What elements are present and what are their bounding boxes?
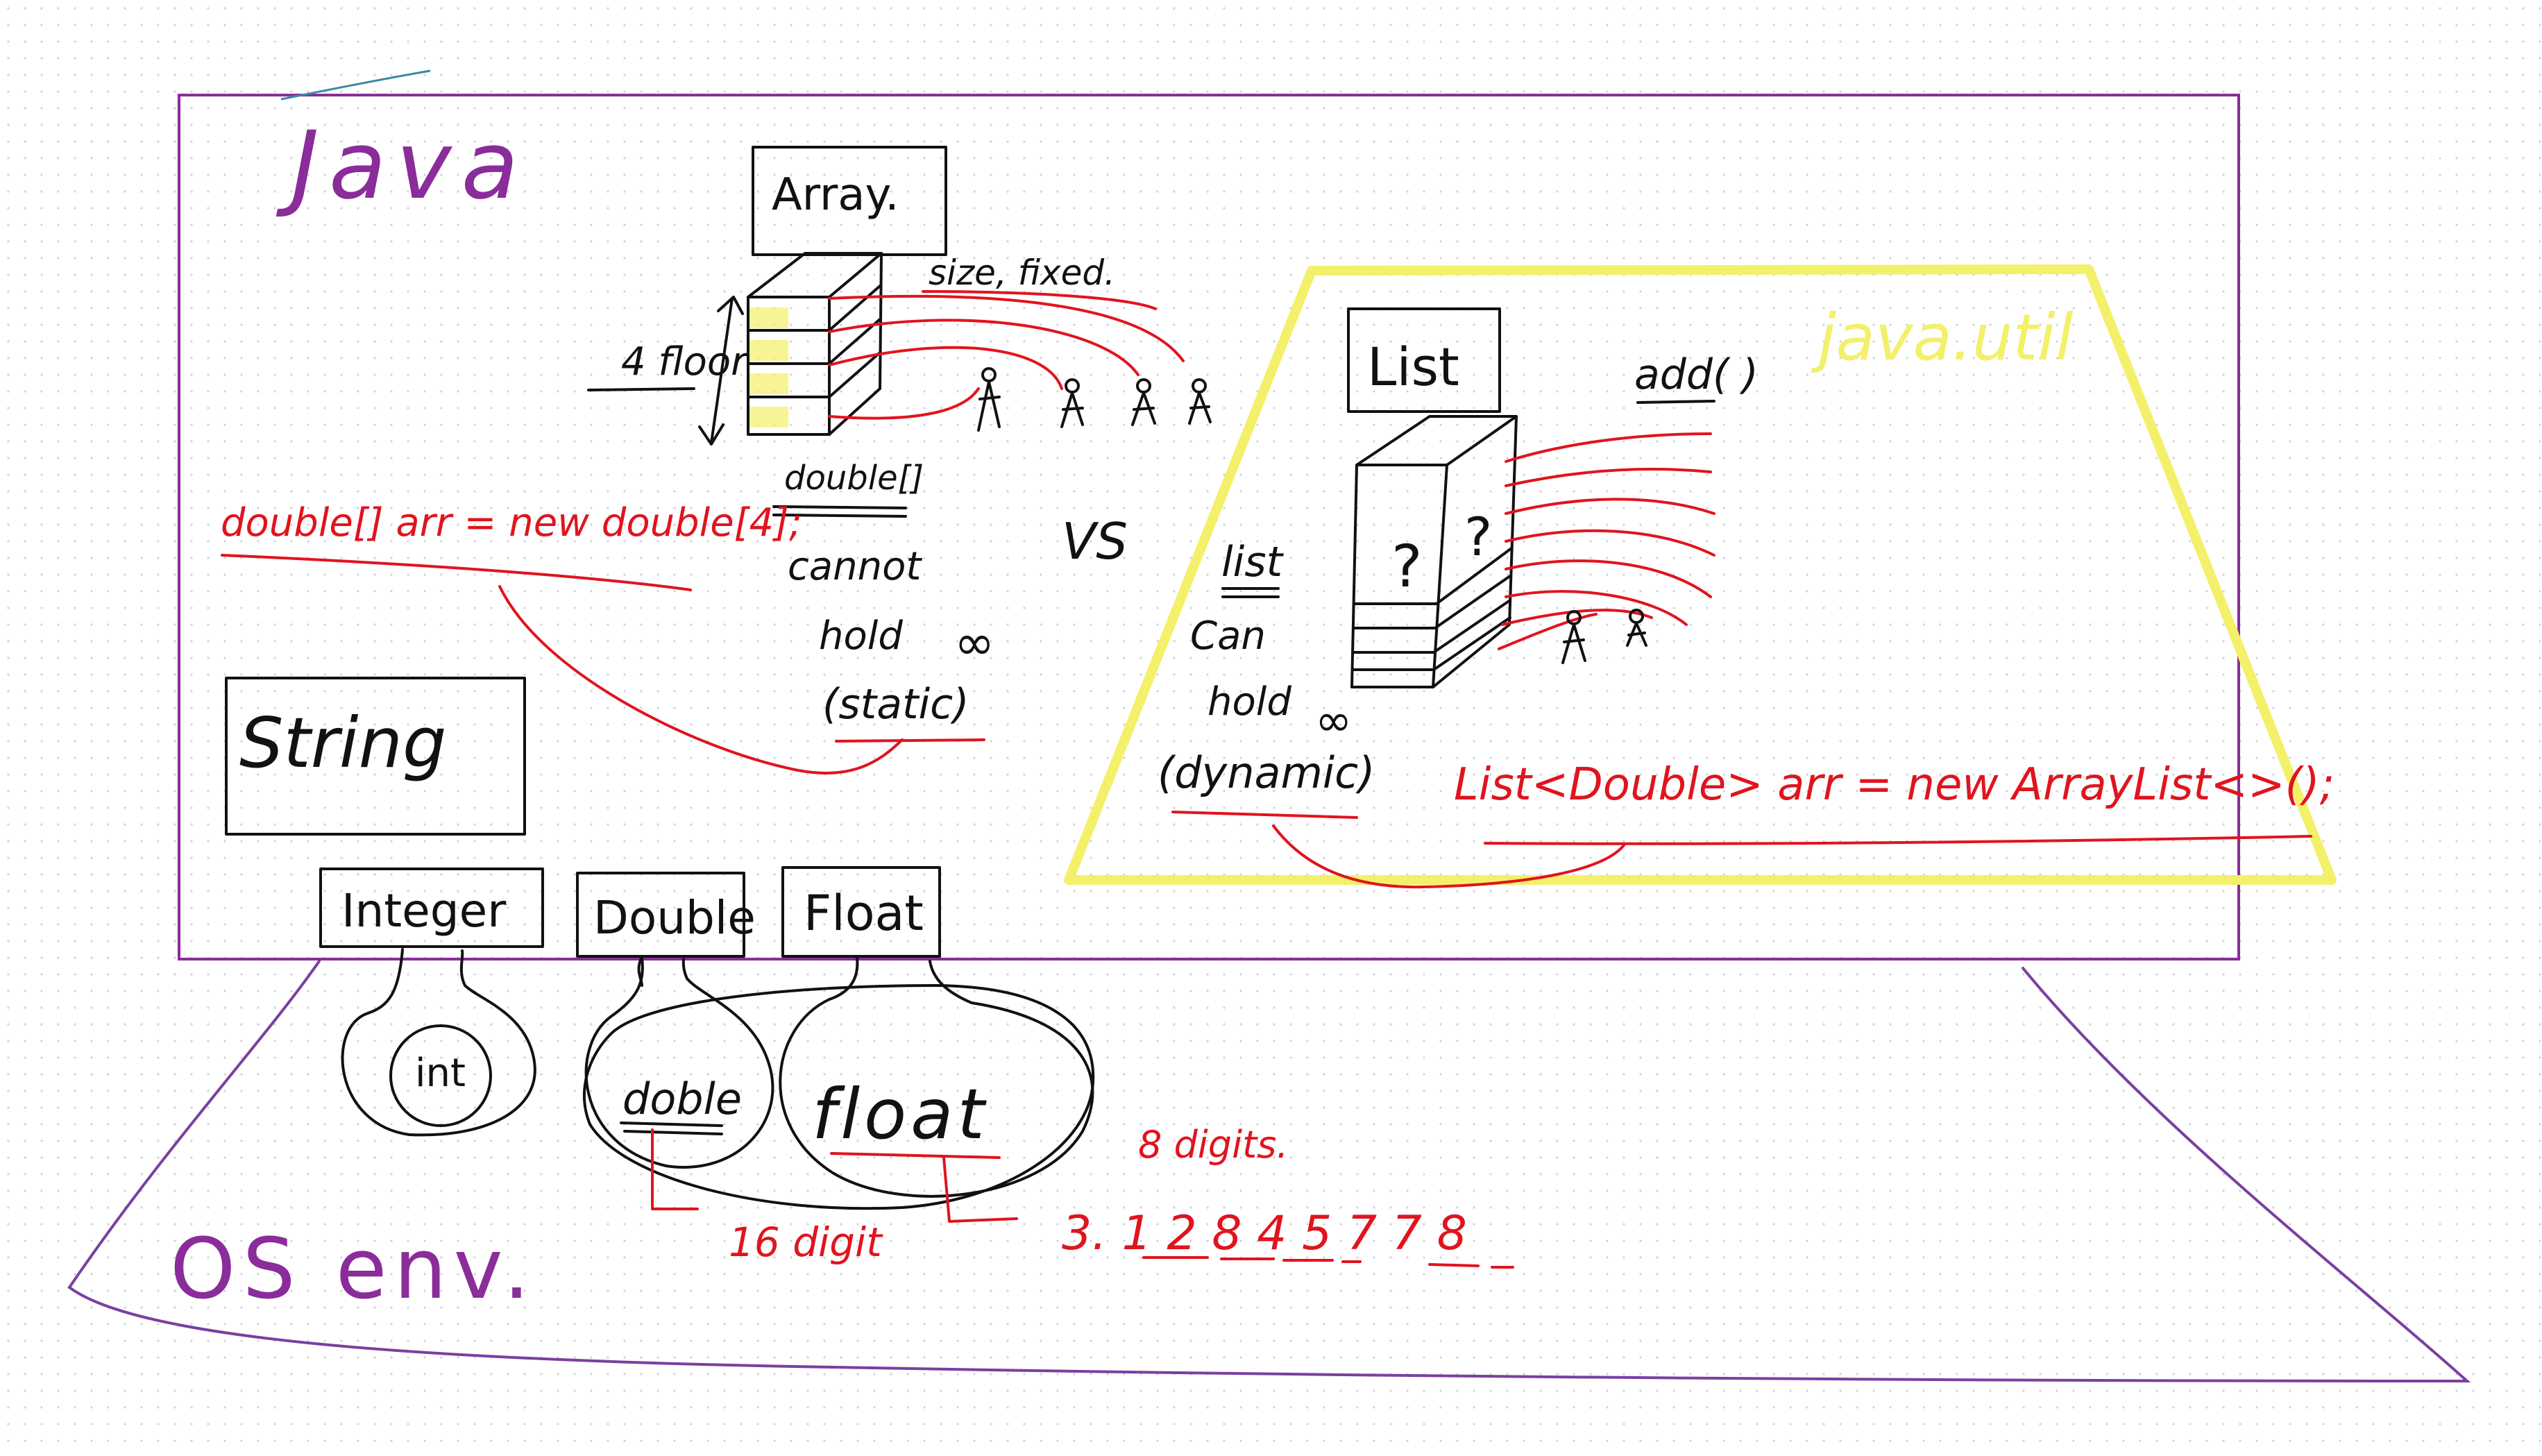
floor-note: 4 floor — [621, 339, 749, 384]
resident-person-icon — [1188, 378, 1212, 425]
list-building — [1350, 415, 1518, 688]
os-env-label: OS env. — [170, 1221, 537, 1318]
array-static: (static) — [822, 680, 969, 729]
array-access-lines — [828, 294, 1185, 420]
array-infinity: ∞ — [954, 614, 994, 671]
versus-label: VS — [1062, 512, 1128, 570]
array-code: double[] arr = new double[4]; — [221, 500, 802, 545]
floor-arrow — [698, 296, 744, 446]
java-title-underline — [280, 69, 431, 101]
wrapper-links — [637, 955, 643, 987]
list-dynamic: (dynamic) — [1158, 747, 1375, 798]
list-dynamic-underline — [1171, 811, 1358, 819]
int-bubble — [341, 948, 536, 1137]
float-label: Float — [804, 885, 924, 942]
array-box-label: Array. — [772, 169, 899, 221]
array-code-connector — [498, 585, 904, 774]
list-unknown-1: ? — [1391, 532, 1423, 600]
list-can: Can — [1190, 613, 1266, 659]
array-hold: hold — [819, 613, 903, 659]
string-box — [225, 677, 526, 836]
array-type-underline — [772, 505, 907, 518]
double-digits-note: 16 digit — [729, 1219, 883, 1266]
floor-note-underline — [587, 387, 695, 391]
list-code-underline — [1484, 835, 2312, 845]
integer-box — [319, 867, 544, 948]
string-label: String — [239, 702, 446, 784]
list-add-method: add( ) — [1634, 350, 1759, 399]
list-unknown-2: ? — [1464, 506, 1492, 568]
java-frame — [178, 94, 2240, 960]
resident-person-icon — [1131, 378, 1156, 426]
list-box-label: List — [1367, 336, 1459, 398]
os-env-outline — [67, 960, 2471, 1383]
resident-person-icon — [1060, 378, 1084, 428]
array-cannot: cannot — [788, 544, 922, 589]
double-primitive-underline — [620, 1121, 723, 1135]
double-box — [576, 872, 745, 958]
int-label: int — [415, 1051, 466, 1096]
size-note: size, fixed. — [929, 253, 1115, 293]
list-access-lines — [1498, 432, 1715, 650]
size-note-underline — [922, 290, 1157, 310]
list-code: List<Double> arr = new ArrayList<>(); — [1454, 759, 2335, 811]
resident-person-icon — [1626, 609, 1647, 647]
sample-number: 3. 1 2 8 4 5 7 7 8 — [1062, 1206, 1467, 1261]
float-digits-connector — [942, 1156, 1018, 1223]
java-util-label: java.util — [1811, 300, 2074, 375]
list-hold: hold — [1208, 679, 1291, 725]
list-box — [1347, 307, 1501, 413]
array-code-underline — [221, 554, 692, 591]
integer-label: Integer — [341, 884, 507, 938]
float-primitive-label: float — [812, 1074, 989, 1155]
list-add-underline — [1636, 400, 1715, 404]
java-util-highlight — [1064, 264, 2337, 885]
double-primitive-label: doble — [622, 1074, 742, 1124]
float-box — [781, 866, 941, 958]
sample-number-underlines — [1142, 1256, 1514, 1269]
list-word-underline — [1221, 587, 1280, 598]
array-type-label: double[] — [784, 459, 924, 498]
double-float-bubbles — [583, 956, 1095, 1210]
float-primitive-underline — [830, 1152, 1001, 1159]
float-digits-note: 8 digits. — [1138, 1123, 1289, 1167]
list-word: list — [1221, 538, 1285, 586]
array-static-underline — [835, 738, 985, 743]
java-title: Java — [276, 111, 528, 220]
double-digits-connector — [651, 1128, 699, 1210]
list-code-connector — [1272, 824, 1625, 889]
resident-person-icon — [977, 367, 1001, 432]
array-building — [747, 252, 883, 436]
resident-person-icon — [1561, 610, 1586, 664]
double-label: Double — [593, 891, 756, 945]
list-infinity: ∞ — [1315, 695, 1352, 747]
